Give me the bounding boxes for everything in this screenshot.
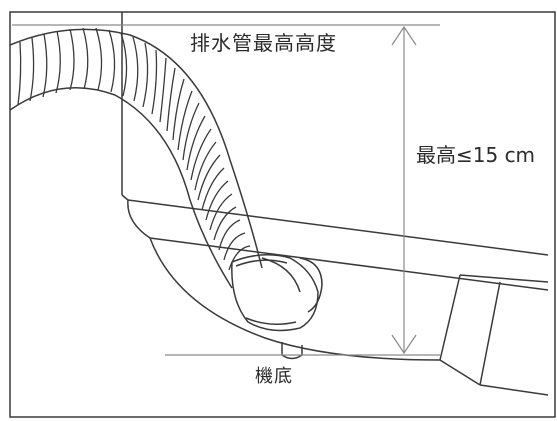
machine-base-label: 機底 [255, 366, 293, 387]
hose-ribs [17, 27, 251, 271]
drain-hose-max-height-label: 排水管最高高度 [190, 31, 337, 55]
drain-hose [9, 27, 323, 332]
diagram-frame [9, 11, 556, 418]
dimension-lines [12, 24, 440, 356]
arrow-down-icon [391, 334, 417, 355]
drain-port [299, 257, 323, 313]
hose-cuff [231, 254, 319, 332]
machine-body [121, 12, 549, 396]
arrow-up-icon [391, 25, 417, 46]
max-height-value-label: 最高≤15 cm [416, 143, 536, 167]
